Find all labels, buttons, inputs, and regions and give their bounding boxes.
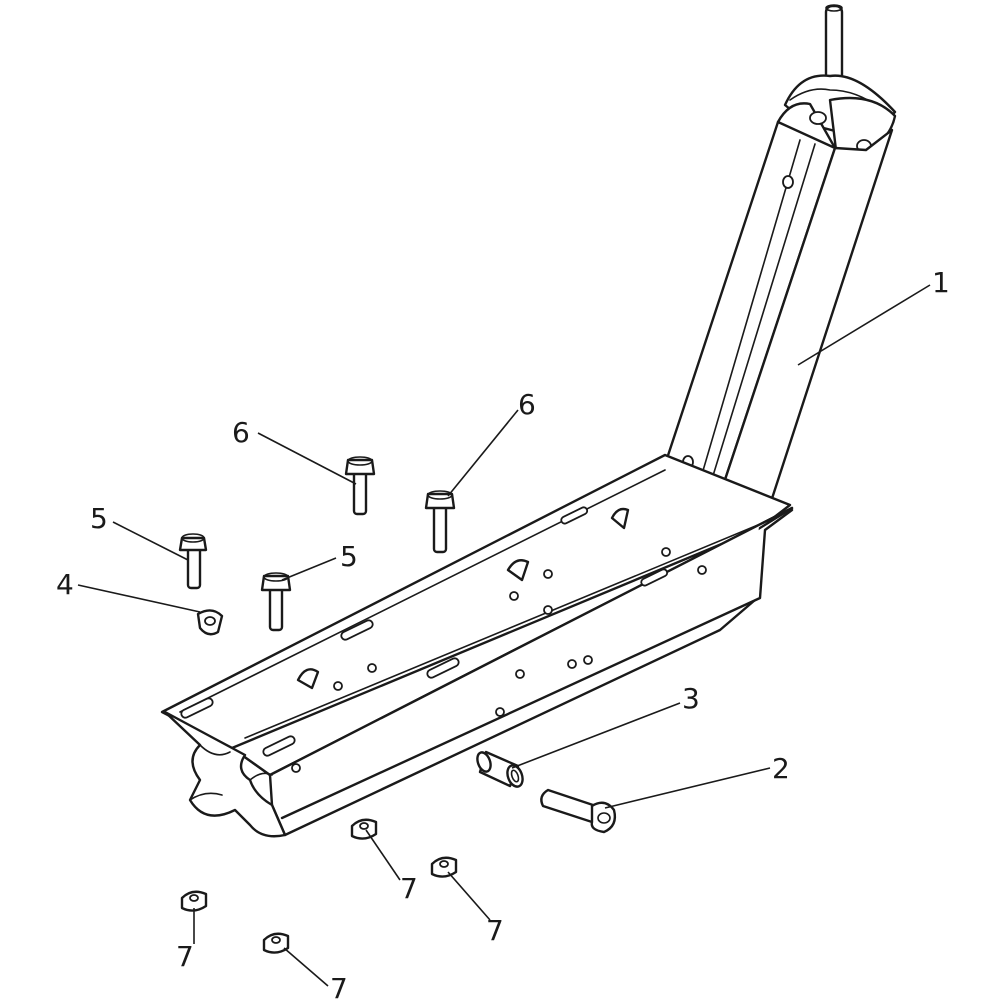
bolt-part-2 [540, 788, 617, 834]
leader-4 [77, 584, 201, 613]
leader-5a [112, 521, 189, 561]
spacer-part-3 [476, 750, 524, 788]
leader-7b [447, 871, 491, 921]
callout-6a: 6 [232, 416, 250, 449]
leader-7d [283, 947, 329, 987]
callout-1: 1 [932, 266, 950, 299]
bolt-part-6a [344, 456, 376, 516]
leader-2 [604, 767, 771, 809]
callout-2: 2 [772, 752, 790, 785]
callout-7d: 7 [330, 972, 348, 1000]
callout-labels: 1 2 3 4 5 5 6 6 7 7 7 7 [56, 266, 950, 1000]
callout-5a: 5 [90, 502, 108, 535]
leader-6b [447, 409, 519, 497]
nut-part-7c [180, 890, 208, 912]
channel-holes [291, 547, 707, 773]
callout-7b: 7 [486, 914, 504, 947]
frame-assembly [160, 4, 897, 838]
angled-post [648, 120, 894, 527]
nut-part-7d [262, 932, 290, 954]
leader-1 [797, 284, 931, 366]
leader-6a [257, 432, 357, 485]
post-top-cap [776, 74, 897, 153]
callout-7c: 7 [176, 940, 194, 973]
leader-lines [77, 284, 931, 987]
nut-part-7a [350, 818, 378, 840]
nut-part-7b [430, 856, 458, 878]
callout-5b: 5 [340, 540, 358, 573]
channel-bumps [296, 507, 630, 690]
nut-part-4 [196, 609, 224, 636]
bolt-part-5a [178, 533, 208, 590]
leader-7a [365, 829, 401, 881]
bolt-part-6b [424, 490, 456, 554]
callout-7a: 7 [400, 872, 418, 905]
callout-6b: 6 [518, 388, 536, 421]
callout-3: 3 [682, 682, 700, 715]
bolt-part-5b [260, 572, 292, 632]
leader-3 [511, 702, 681, 769]
base-channel [160, 453, 794, 838]
leader-5b [281, 557, 337, 581]
callout-4: 4 [56, 568, 74, 601]
flange-slots [180, 506, 669, 757]
